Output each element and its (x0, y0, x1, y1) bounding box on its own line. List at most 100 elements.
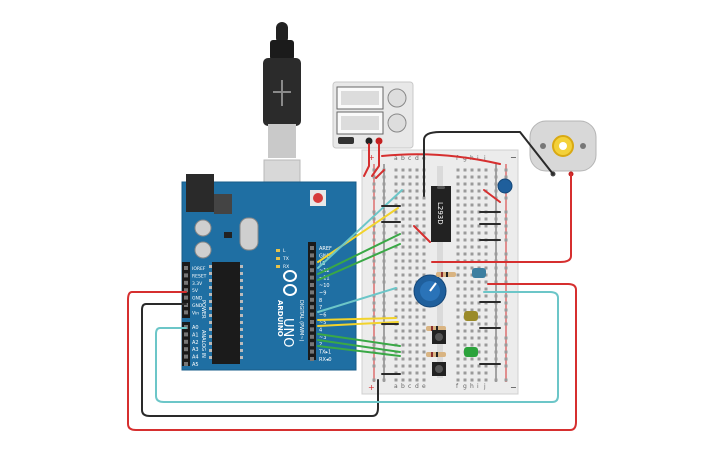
breadboard-hole (401, 266, 405, 270)
breadboard-hole (408, 196, 412, 200)
breadboard-hole (382, 336, 386, 340)
breadboard-hole (504, 224, 508, 228)
breadboard-hole (470, 280, 474, 284)
breadboard-hole (484, 315, 488, 319)
breadboard-hole (372, 315, 376, 319)
breadboard-hole (456, 280, 460, 284)
breadboard-hole (401, 238, 405, 242)
breadboard-hole (382, 224, 386, 228)
column-letter-bottom: a (394, 383, 398, 390)
breadboard-hole (422, 336, 426, 340)
breadboard-hole (422, 252, 426, 256)
column-letter-top: f (456, 155, 459, 162)
breadboard-hole (504, 175, 508, 179)
breadboard-hole (415, 259, 419, 263)
breadboard-hole (456, 357, 460, 361)
breadboard-hole (422, 343, 426, 347)
capacitor-1 (194, 219, 212, 237)
breadboard-hole (382, 308, 386, 312)
breadboard-hole (494, 378, 498, 382)
breadboard-hole (494, 308, 498, 312)
breadboard-hole (477, 203, 481, 207)
breadboard-hole (470, 168, 474, 172)
breadboard-hole (484, 294, 488, 298)
breadboard-hole (422, 273, 426, 277)
breadboard-hole (401, 273, 405, 277)
breadboard-hole (463, 238, 467, 242)
breadboard-hole (372, 336, 376, 340)
breadboard-hole (456, 266, 460, 270)
resistor-3 (426, 352, 446, 357)
breadboard-hole (408, 378, 412, 382)
digital-pin-socket (310, 268, 314, 273)
breadboard-hole (456, 329, 460, 333)
current-knob[interactable] (387, 113, 407, 133)
breadboard-hole (372, 266, 376, 270)
breadboard-hole (382, 189, 386, 193)
resistor-2 (426, 326, 446, 331)
breadboard-hole (456, 294, 460, 298)
breadboard-hole (422, 350, 426, 354)
breadboard-hole (456, 343, 460, 347)
breadboard-hole (477, 217, 481, 221)
breadboard-hole (408, 315, 412, 319)
breadboard-hole (470, 182, 474, 186)
breadboard-hole (494, 224, 498, 228)
digital-pin-label: TX▸1 (318, 350, 331, 356)
breadboard-hole (422, 245, 426, 249)
column-letter-bottom: c (408, 383, 411, 390)
breadboard-hole (470, 301, 474, 305)
breadboard-hole (415, 350, 419, 354)
analog-pin-socket (184, 339, 188, 344)
analog-pin-socket (184, 354, 188, 359)
breadboard-hole (422, 357, 426, 361)
breadboard-hole (504, 231, 508, 235)
breadboard-hole (415, 308, 419, 312)
breadboard-hole (494, 217, 498, 221)
reset-button[interactable] (313, 193, 323, 203)
column-letter-bottom: d (415, 383, 419, 390)
breadboard-hole (484, 252, 488, 256)
breadboard-hole (456, 287, 460, 291)
usb-plug-metal (268, 124, 296, 158)
power-pin-socket (184, 310, 188, 315)
breadboard-hole (422, 322, 426, 326)
breadboard-hole (470, 294, 474, 298)
breadboard-hole (477, 252, 481, 256)
breadboard-hole (470, 357, 474, 361)
breadboard-hole (494, 315, 498, 319)
breadboard-hole (504, 196, 508, 200)
breadboard-hole (382, 175, 386, 179)
breadboard-hole (456, 168, 460, 172)
breadboard-hole (463, 343, 467, 347)
breadboard-hole (394, 329, 398, 333)
pushbutton-2[interactable] (432, 362, 446, 376)
breadboard-hole (394, 168, 398, 172)
power-switch[interactable] (338, 137, 354, 144)
breadboard-hole (484, 175, 488, 179)
breadboard-hole (477, 168, 481, 172)
digital-pin-socket (310, 290, 314, 295)
breadboard-hole (408, 287, 412, 291)
breadboard-hole (394, 301, 398, 305)
breadboard-hole (415, 175, 419, 179)
voltage-regulator (214, 194, 232, 214)
breadboard-hole (463, 168, 467, 172)
breadboard-hole (504, 280, 508, 284)
breadboard-hole (504, 336, 508, 340)
breadboard-hole (494, 182, 498, 186)
digital-pin-socket (310, 312, 314, 317)
wire-ps-negative (363, 143, 370, 177)
breadboard-hole (463, 175, 467, 179)
wire-pin2-green (317, 345, 401, 357)
breadboard-hole (477, 357, 481, 361)
voltage-knob[interactable] (387, 88, 407, 108)
wire-motor-black (423, 131, 554, 197)
power-pin-socket (184, 295, 188, 300)
breadboard-hole (408, 329, 412, 333)
breadboard-hole (372, 231, 376, 235)
breadboard-hole (415, 252, 419, 256)
potentiometer[interactable] (413, 274, 447, 308)
breadboard-hole (463, 287, 467, 291)
pushbutton-1[interactable] (432, 330, 446, 344)
